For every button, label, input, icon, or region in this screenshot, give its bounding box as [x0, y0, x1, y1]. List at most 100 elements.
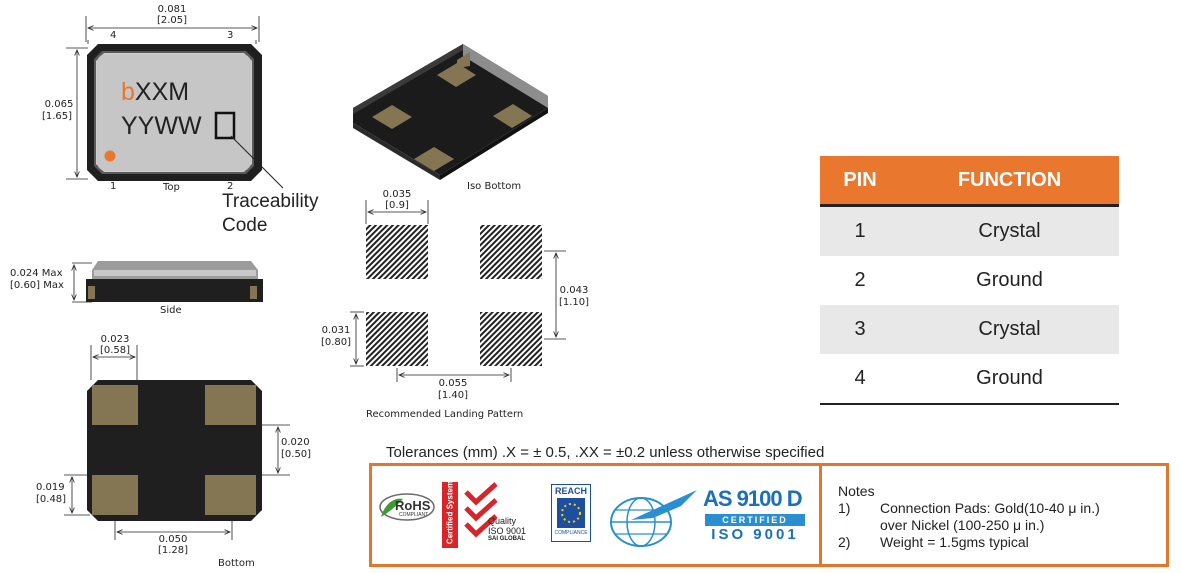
- iso-pad: [493, 104, 532, 128]
- marking-prefix: b: [121, 78, 135, 106]
- pin-3-label: 3: [227, 30, 234, 41]
- pin1-marker-dot: [104, 150, 116, 162]
- landing-pad: [366, 312, 428, 366]
- bottom-pad: [92, 475, 138, 515]
- globe-jet-icon: [610, 490, 697, 547]
- land-pitch-h-mm: [1.40]: [437, 390, 469, 401]
- note-number: 2): [838, 534, 851, 550]
- landing-pad: [480, 312, 542, 366]
- bottom-view-caption: Bottom: [218, 558, 255, 569]
- side-height-mm: [0.60] Max: [10, 280, 64, 291]
- bottom-pad-height-mm: [0.50]: [281, 449, 312, 460]
- bottom-pad: [92, 385, 138, 425]
- marking-line-2: YYWW: [121, 112, 202, 140]
- pin-1-label: 1: [110, 181, 117, 192]
- checkmarks-icon: [464, 482, 498, 538]
- bottom-pad-gap-in: 0.019: [36, 482, 65, 493]
- certified-system-text: Certified System: [445, 480, 455, 545]
- sai-global-text: SAI GLOBAL: [488, 536, 525, 542]
- header-function: FUNCTION: [900, 156, 1119, 207]
- rohs-logo: RoHS COMPLIANT: [377, 487, 435, 527]
- bottom-pad: [205, 385, 256, 425]
- top-view-caption: Top: [163, 182, 180, 193]
- land-pad-height-in: 0.031: [321, 325, 351, 336]
- reach-logo: REACH COMPLIANCE: [551, 484, 591, 542]
- iso-bottom-view: [353, 44, 548, 180]
- side-view-caption: Side: [160, 305, 182, 316]
- rohs-sub-text: COMPLIANT: [399, 512, 429, 518]
- land-pitch-h-in: 0.055: [438, 378, 468, 389]
- table-row: 3 Crystal: [820, 305, 1119, 354]
- pin-4-label: 4: [110, 30, 117, 41]
- pin-cell: 4: [820, 354, 900, 405]
- marking-code: XXM: [134, 78, 190, 106]
- land-pitch-v-in: 0.043: [559, 285, 589, 296]
- marking-line-1: bXXM: [121, 78, 189, 106]
- note-item: 1) Connection Pads: Gold(10-40 μ in.): [838, 500, 1100, 517]
- as9100d-logo: AS 9100 D CERTIFIED ISO 9001: [601, 482, 811, 552]
- top-width-mm: [2.05]: [156, 15, 188, 26]
- certifications-notes-box: RoHS COMPLIANT Certified System Quality …: [369, 463, 1169, 567]
- as9100d-text: AS 9100 D: [703, 486, 803, 511]
- pin-cell: 1: [820, 205, 900, 256]
- land-pad-height-mm: [0.80]: [320, 337, 352, 348]
- box-divider: [819, 466, 822, 564]
- iso-pad: [372, 105, 412, 129]
- note-item: 2) Weight = 1.5gms typical: [838, 534, 1100, 551]
- note-number: 1): [838, 500, 851, 516]
- land-pitch-v-mm: [1.10]: [558, 297, 590, 308]
- function-cell: Ground: [900, 354, 1119, 405]
- note-text: Connection Pads: Gold(10-40 μ in.): [880, 500, 1100, 516]
- note-text: Weight = 1.5gms typical: [880, 534, 1029, 550]
- bottom-pad-gap-mm: [0.48]: [36, 494, 67, 505]
- top-height-in: 0.065: [44, 99, 74, 110]
- landing-pattern: [350, 200, 566, 382]
- pin-2-label: 2: [227, 181, 234, 192]
- land-pad-width-mm: [0.9]: [385, 200, 409, 211]
- iso-badge-text: ISO 9001: [711, 526, 799, 543]
- side-view: [72, 261, 263, 303]
- traceability-label-2: Code: [222, 215, 268, 236]
- rohs-leaf-icon: [379, 493, 435, 521]
- sai-iso9001-logo: Certified System Quality ISO 9001 SAI GL…: [442, 480, 546, 548]
- rohs-text: RoHS: [395, 498, 431, 513]
- pin-cell: 3: [820, 305, 900, 354]
- iso-view-caption: Iso Bottom: [467, 181, 522, 192]
- table-header-row: PIN FUNCTION: [820, 156, 1119, 207]
- bottom-pitch-mm: [1.28]: [157, 545, 189, 556]
- bottom-view: [64, 345, 290, 540]
- pin-cell: 2: [854, 269, 866, 291]
- bottom-pitch-in: 0.050: [158, 534, 188, 545]
- side-height-in: 0.024 Max: [10, 268, 63, 279]
- traceability-box: [214, 111, 236, 140]
- function-cell: Ground: [976, 269, 1043, 291]
- landing-pad: [480, 225, 542, 279]
- bottom-pad-height-in: 0.020: [281, 437, 310, 448]
- function-cell: Crystal: [900, 305, 1119, 354]
- landing-pad: [366, 225, 428, 279]
- iso-pad: [437, 63, 476, 87]
- notes-title: Notes: [838, 483, 875, 499]
- eu-stars-icon: [557, 498, 585, 528]
- land-pad-width-in: 0.035: [382, 189, 412, 200]
- certified-text: CERTIFIED: [705, 514, 805, 526]
- table-row: 1 Crystal: [820, 205, 1119, 256]
- notes-section: Notes 1) Connection Pads: Gold(10-40 μ i…: [838, 483, 1100, 551]
- top-view: [66, 16, 284, 189]
- top-height-mm: [1.65]: [41, 111, 73, 122]
- certified-system-bar: [442, 482, 458, 548]
- top-width-in: 0.081: [157, 4, 187, 15]
- table-row: 4 Ground: [820, 354, 1119, 405]
- traceability-label-1: Traceability: [222, 191, 319, 212]
- bottom-pad-width-mm: [0.58]: [99, 345, 131, 356]
- quality-text: Quality: [488, 516, 517, 526]
- iso9001-text: ISO 9001: [488, 526, 527, 536]
- reach-text: REACH: [554, 486, 587, 496]
- table-row: 2 Ground: [820, 256, 1119, 305]
- landing-pattern-caption: Recommended Landing Pattern: [366, 409, 524, 420]
- bottom-pad: [205, 475, 256, 515]
- reach-sub-text: COMPLIANCE: [554, 530, 588, 536]
- function-cell: Crystal: [900, 205, 1119, 256]
- iso-pad: [414, 147, 454, 171]
